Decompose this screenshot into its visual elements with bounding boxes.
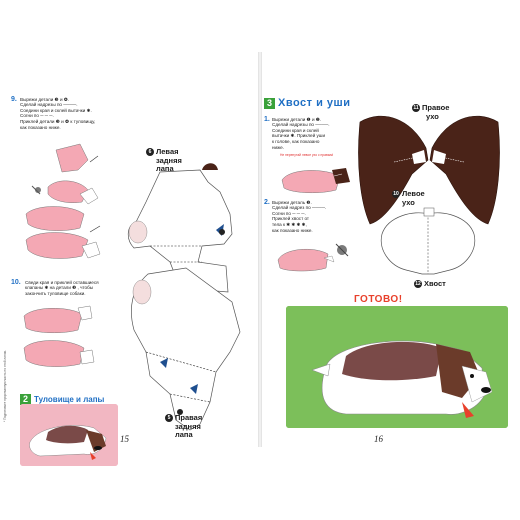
- step-10-number: 10.: [11, 279, 21, 286]
- tail-template: [380, 207, 476, 275]
- step-9-line: как показано ниже.: [20, 124, 61, 130]
- step-2-line: Сделай надрез по ────.: [272, 205, 327, 211]
- label-line: задняя: [156, 155, 182, 165]
- step-2-line: Приклей хвост от: [272, 216, 310, 222]
- step-9-line: Приклей детали ❸ и ❹ к туловищу,: [20, 118, 96, 124]
- step-2: 2. Вырежи деталь ❸. Сделай надрез по ───…: [264, 199, 354, 233]
- step-2-line: Согни по ─ ─ ─.: [272, 210, 306, 216]
- step-1-line: Соедини края и склей: [272, 127, 319, 133]
- red-warning-note: Не перепутай левое ухо с правым!: [280, 153, 334, 157]
- step-1-line: ниже.: [272, 144, 285, 150]
- step-2-number: 2.: [264, 199, 270, 206]
- step-9-line: Сделай надрезы по ────.: [20, 102, 78, 108]
- side-note-left: * Подготовьте прорезанную часть по этой …: [3, 349, 7, 422]
- step-9-line: Согни по ─ ─ ─.: [20, 113, 54, 119]
- step-9-number: 9.: [11, 96, 17, 103]
- step-1-illustration: [281, 168, 350, 193]
- step-9: 9. Вырежи детали ❸ и ❹. Сделай надрезы п…: [11, 96, 121, 130]
- section-3-number: 3: [264, 97, 275, 109]
- step-9-illustration: [25, 143, 101, 259]
- section-2-title: Туловище и лапы: [34, 395, 105, 404]
- part-number-5: 5: [165, 414, 173, 423]
- step-2-line: тела к ✱ ✱ ✱ ✱,: [272, 221, 307, 227]
- finished-dog-photo: [286, 306, 508, 428]
- page-number-left: 15: [120, 434, 129, 444]
- part-number-10: 10: [392, 190, 400, 199]
- ears-template: [358, 115, 500, 225]
- label-line: Хвост: [424, 279, 446, 288]
- label-line: лапа: [156, 164, 174, 173]
- progress-photo: [20, 404, 118, 466]
- gutter: [258, 52, 262, 447]
- step-1-line: к голове, как показано: [272, 138, 320, 144]
- step-1-line: Вырежи детали ❶ и ❷.: [272, 116, 322, 122]
- label-line: Левая: [156, 147, 179, 156]
- step-10-illustration: [23, 305, 95, 367]
- step-2-line: Вырежи деталь ❸.: [272, 199, 312, 205]
- left-page: * Подготовьте прорезанную часть по этой …: [0, 52, 259, 466]
- section-2-heading: 2 Туловище и лапы: [20, 394, 104, 405]
- section-3-title: Хвост и уши: [278, 97, 351, 109]
- step-2-line: как показано ниже.: [272, 227, 313, 233]
- page-number-right: 16: [374, 434, 383, 444]
- label-line: Правая: [175, 413, 203, 422]
- done-heading: ГОТОВО!: [354, 294, 403, 305]
- right-page: 3 Хвост и уши 1. Вырежи детали ❶ и ❷. Сд…: [262, 52, 520, 447]
- step-1-line: вытачки ✱. Приклей уши: [272, 133, 326, 139]
- label-line: ухо: [426, 111, 439, 121]
- label-line: ухо: [402, 197, 415, 207]
- section-2-number: 2: [20, 394, 31, 405]
- body-template: [127, 163, 241, 431]
- step-1-number: 1.: [264, 116, 270, 123]
- step-1: 1. Вырежи детали ❶ и ❷. Сделай надрезы п…: [264, 116, 354, 150]
- step-9-line: Соедини края и склей вытачки ✱.: [20, 107, 92, 113]
- label-line: Левое: [402, 189, 425, 198]
- step-2-illustration: [277, 243, 349, 272]
- step-9-line: Вырежи детали ❸ и ❹.: [20, 96, 70, 102]
- label-line: задняя: [175, 421, 201, 431]
- part-number-12: 12: [414, 280, 422, 289]
- step-1-line: Сделай надрезы по ────.: [272, 122, 330, 128]
- step-10-line: клапаны ✱ на детали ❸ , чтобы: [25, 285, 94, 291]
- step-10-line: Сведи края и приклей оставшиеся: [25, 279, 99, 285]
- section-3-heading: 3 Хвост и уши: [264, 97, 350, 109]
- part-number-11: 11: [412, 104, 420, 113]
- step-10-line: закончить туловище собаки.: [25, 290, 86, 296]
- step-10: 10. Сведи края и приклей оставшиеся клап…: [11, 279, 131, 296]
- label-line: Правое: [422, 103, 450, 112]
- part-number-6: 6: [146, 148, 154, 157]
- label-line: лапа: [175, 430, 193, 439]
